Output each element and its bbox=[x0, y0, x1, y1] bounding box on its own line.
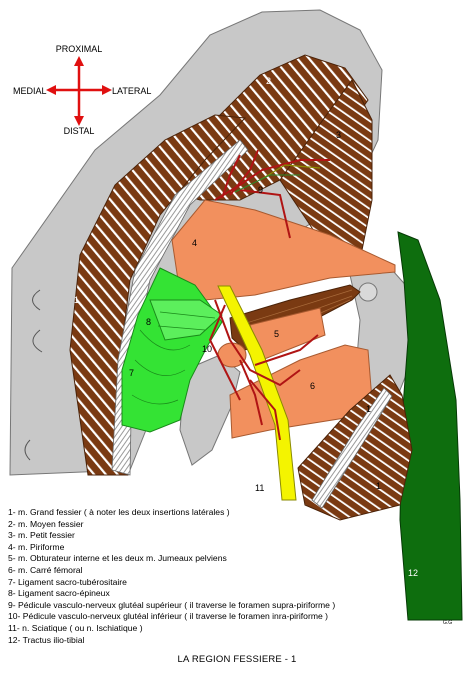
legend-item: 5- m. Obturateur interne et les deux m. … bbox=[8, 553, 227, 564]
callout-1c: 1 bbox=[376, 481, 381, 491]
arrow-left-icon bbox=[46, 85, 56, 95]
legend-item: 6- m. Carré fémoral bbox=[8, 564, 83, 575]
superior-gluteal-vessels bbox=[214, 149, 330, 239]
orientation-compass: PROXIMAL MEDIAL LATERAL DISTAL bbox=[13, 44, 151, 136]
arrow-right-icon bbox=[102, 85, 112, 95]
legend-list: 1- m. Grand fessier ( à noter les deux i… bbox=[8, 507, 388, 646]
label-medial: MEDIAL bbox=[13, 86, 47, 96]
label-distal: DISTAL bbox=[64, 126, 95, 136]
callout-9: 9 bbox=[258, 185, 263, 195]
arrow-up-icon bbox=[74, 56, 84, 66]
legend-item: 10- Pédicule vasculo-nerveux glutéal inf… bbox=[8, 611, 329, 622]
sciatic-nerve bbox=[217, 285, 297, 501]
legend-item: 1- m. Grand fessier ( à noter les deux i… bbox=[8, 507, 230, 517]
obturator-internus-muscle bbox=[229, 284, 361, 361]
callout-1a: 1 bbox=[74, 295, 79, 305]
legend-item: 11- n. Sciatique ( ou n. Ischiatique ) bbox=[8, 622, 143, 633]
callout-11: 11 bbox=[255, 483, 264, 493]
iliotibial-tract bbox=[397, 231, 463, 621]
gluteus-medius-muscle bbox=[149, 54, 369, 201]
inferior-gluteal-vessels bbox=[208, 299, 319, 441]
label-proximal: PROXIMAL bbox=[56, 44, 103, 54]
figure-caption: LA REGION FESSIERE - 1 bbox=[177, 654, 297, 665]
callout-1b: 1 bbox=[366, 404, 371, 414]
callout-5: 5 bbox=[274, 329, 279, 339]
callout-8: 8 bbox=[146, 317, 151, 327]
legend-item: 12- Tractus ilio-tibial bbox=[8, 634, 85, 645]
callout-10: 10 bbox=[202, 344, 212, 354]
gluteus-maximus-muscle-distal bbox=[297, 374, 413, 521]
callout-3: 3 bbox=[336, 130, 341, 140]
arrow-down-icon bbox=[74, 116, 84, 126]
legend-item: 9- Pédicule vasculo-nerveux glutéal supé… bbox=[8, 599, 336, 610]
author-signature: G.G bbox=[443, 620, 453, 626]
sacro-spinous-ligament bbox=[149, 299, 223, 341]
callout-7: 7 bbox=[129, 368, 134, 378]
legend-item: 3- m. Petit fessier bbox=[8, 530, 75, 541]
legend-item: 7- Ligament sacro-tubérositaire bbox=[8, 576, 127, 587]
callout-12: 12 bbox=[408, 568, 418, 578]
label-lateral: LATERAL bbox=[112, 86, 151, 96]
legend-item: 8- Ligament sacro-épineux bbox=[8, 588, 110, 599]
callout-6: 6 bbox=[310, 381, 315, 391]
legend-item: 4- m. Piriforme bbox=[8, 541, 65, 552]
callout-4: 4 bbox=[192, 238, 197, 248]
legend-item: 2- m. Moyen fessier bbox=[8, 518, 84, 529]
callout-2: 2 bbox=[266, 76, 271, 86]
